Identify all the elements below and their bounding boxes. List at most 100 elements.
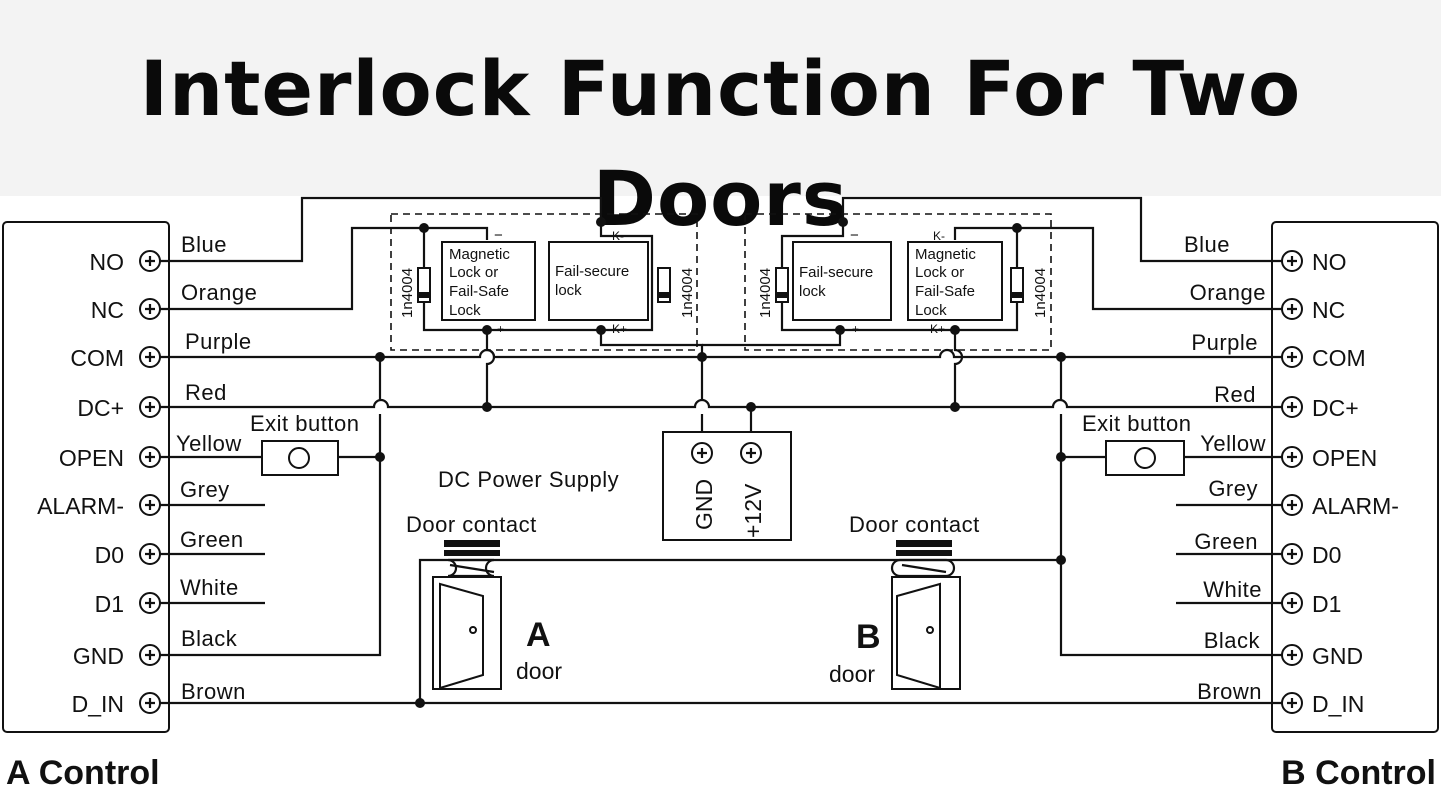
door-letter: B — [856, 618, 881, 656]
terminal-label: COM — [1312, 345, 1366, 371]
wire-label: Brown — [181, 679, 246, 704]
polarity-k-plus: K+ — [612, 322, 627, 336]
exit-button-a: Exit button — [250, 411, 359, 476]
wire-label: Brown — [1197, 679, 1262, 704]
lock-group-b: 1n4004 1n4004 Fail-secure lock Magnetic … — [744, 213, 1052, 351]
terminal-dc-plus-b: DC+ — [1281, 395, 1359, 421]
wire-label: Red — [185, 380, 227, 405]
gnd-label: GND — [691, 479, 717, 530]
wire-labels-b: Blue Orange Purple Red Yellow Grey Green… — [1184, 232, 1266, 704]
terminal-d-in-a: D_IN — [72, 691, 161, 717]
door-contact-label: Door contact — [406, 512, 537, 537]
wire-label: Purple — [1191, 330, 1258, 355]
terminal-d1-a: D1 — [95, 591, 161, 617]
power-supply-label: DC Power Supply — [438, 467, 619, 492]
wire-label: Purple — [185, 329, 252, 354]
door-a: Door contact A door — [406, 512, 562, 690]
terminal-label: NC — [91, 297, 124, 323]
wire-label: Orange — [181, 280, 257, 305]
lock-text: Lock or — [449, 264, 498, 281]
terminal-label: D1 — [1312, 591, 1341, 617]
terminal-label: NC — [1312, 297, 1345, 323]
wire-label: Black — [1204, 628, 1261, 653]
wire-labels-a: Blue Orange Purple Red Yellow Grey Green… — [176, 232, 257, 704]
terminal-com-a: COM — [70, 345, 161, 371]
door-word: door — [516, 658, 562, 684]
button-icon — [288, 447, 310, 469]
terminal-label: OPEN — [1312, 445, 1377, 471]
lock-text: Lock — [915, 302, 947, 319]
wire-label: White — [180, 575, 239, 600]
wire-label: Red — [1214, 382, 1256, 407]
exit-button-b: Exit button — [1082, 411, 1191, 476]
terminal-label: GND — [1312, 643, 1363, 669]
door-icon — [439, 582, 484, 690]
diode-label: 1n4004 — [399, 268, 416, 318]
terminal-label: OPEN — [59, 445, 124, 471]
polarity-minus: − — [850, 227, 859, 244]
lock-text: Lock or — [915, 264, 964, 281]
polarity-plus: + — [497, 322, 504, 336]
lock-group-a: 1n4004 1n4004 Magnetic Lock or Fail-Safe… — [390, 213, 698, 351]
lock-text: Fail-Safe — [915, 283, 975, 300]
terminal-no-b: NO — [1281, 249, 1347, 275]
fail-secure-lock-box — [548, 241, 649, 321]
magnetic-lock-box — [907, 241, 1003, 321]
terminal-label: D0 — [95, 542, 124, 568]
terminal-open-b: OPEN — [1281, 445, 1377, 471]
exit-button-label: Exit button — [250, 411, 359, 436]
fail-secure-lock-box — [792, 241, 892, 321]
door-contact-icon — [444, 540, 500, 547]
wire-label: Grey — [1208, 476, 1258, 501]
controller-a-caption: A Control — [6, 754, 160, 787]
lock-text: lock — [799, 283, 826, 300]
terminal-d0-b: D0 — [1281, 542, 1341, 568]
terminal-gnd-b: GND — [1281, 643, 1363, 669]
terminal-label: NO — [90, 249, 125, 275]
magnetic-lock-box — [441, 241, 536, 321]
page-title: Interlock Function For Two Doors — [139, 44, 1302, 243]
door-icon — [896, 582, 941, 690]
wire-label: Orange — [1190, 280, 1266, 305]
title-banner — [0, 0, 1441, 196]
wire-label: Black — [181, 626, 238, 651]
controller-a-box — [2, 221, 170, 733]
wire-label: Yellow — [1200, 431, 1266, 456]
exit-button-label: Exit button — [1082, 411, 1191, 436]
polarity-minus: − — [494, 227, 503, 244]
power-supply: DC Power Supply GND +12V — [438, 431, 792, 541]
terminal-label: D1 — [95, 591, 124, 617]
button-icon — [1134, 447, 1156, 469]
terminal-label: COM — [70, 345, 124, 371]
v12-label: +12V — [740, 483, 766, 538]
lock-text: Magnetic — [449, 246, 510, 263]
controller-b-terminals: NO NC COM DC+ OPEN ALARM- D0 D1 GND D_IN — [1281, 249, 1399, 717]
lock-text: lock — [555, 282, 582, 299]
door-letter: A — [526, 616, 551, 654]
polarity-plus: + — [852, 322, 859, 336]
terminal-label: ALARM- — [37, 493, 124, 519]
power-supply-box — [662, 431, 792, 541]
door-contact-icon — [896, 540, 952, 547]
polarity-k-minus: K- — [933, 229, 945, 243]
terminal-nc-b: NC — [1281, 297, 1345, 323]
terminal-label: DC+ — [77, 395, 124, 421]
diode-label: 1n4004 — [1032, 268, 1049, 318]
controller-b-box — [1271, 221, 1439, 733]
lock-text: Magnetic — [915, 246, 976, 263]
terminal-label: DC+ — [1312, 395, 1359, 421]
wire-label: Green — [1194, 529, 1258, 554]
terminal-label: ALARM- — [1312, 493, 1399, 519]
lock-text: Fail-Safe — [449, 283, 509, 300]
terminal-label: NO — [1312, 249, 1347, 275]
wire-label: Blue — [181, 232, 227, 257]
terminal-alarm-b: ALARM- — [1281, 493, 1399, 519]
terminal-gnd-a: GND — [73, 643, 161, 669]
wire-label: White — [1203, 577, 1262, 602]
wire-label: Grey — [180, 477, 230, 502]
terminal-dc-plus-a: DC+ — [77, 395, 161, 421]
controller-a-terminals: NO NC COM DC+ OPEN ALARM- D0 D1 GND D_IN — [37, 249, 161, 717]
controller-b-caption: B Control — [1281, 754, 1436, 787]
wiring — [160, 196, 1282, 708]
